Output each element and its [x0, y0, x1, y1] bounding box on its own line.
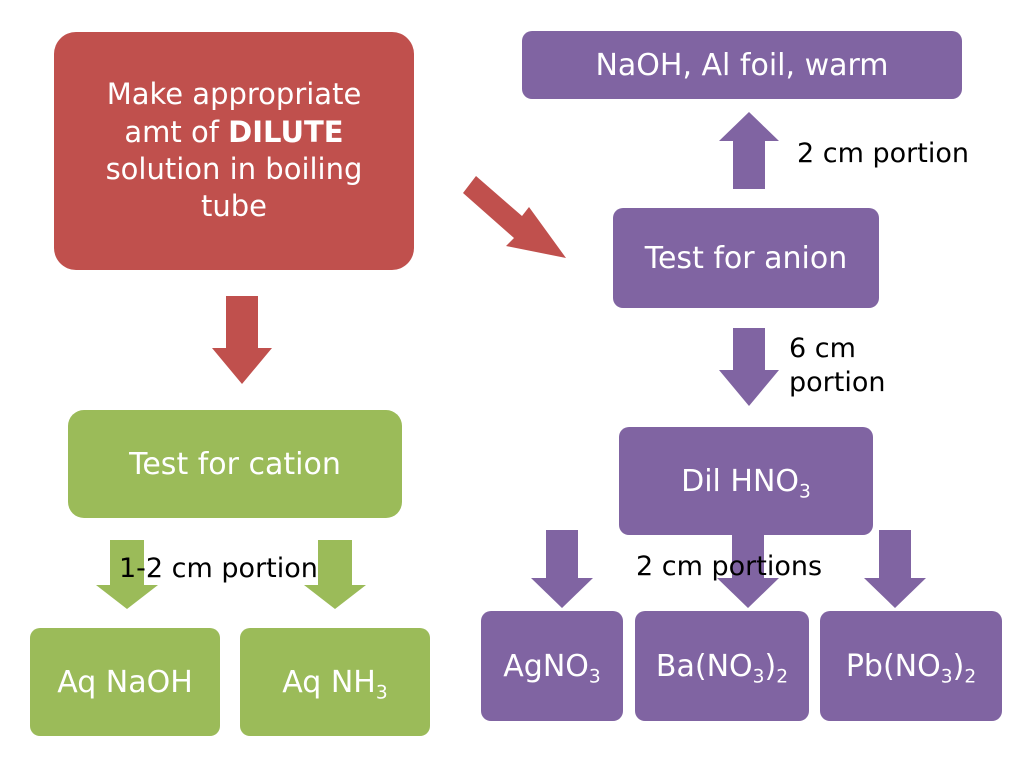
pbno32-box: Pb(NO3)2 — [820, 611, 1002, 721]
dil-hno3-label: Dil HNO3 — [681, 463, 811, 502]
dil-hno3-box: Dil HNO3 — [619, 427, 873, 535]
test-cation-title: Test for cation — [129, 446, 341, 482]
start-box-line2-pre: amt of — [124, 114, 229, 149]
arrow-hno3-left — [531, 530, 593, 608]
aq-naoh-box: Aq NaOH — [30, 628, 220, 736]
arrow-hno3-right — [864, 530, 926, 608]
test-cation-box: Test for cation — [68, 410, 402, 518]
anion-portions-label: 2 cm portions — [636, 551, 823, 582]
agno3-label: AgNO3 — [503, 648, 601, 687]
arrow-cation-right — [304, 540, 366, 609]
test-anion-box: Test for anion — [613, 208, 879, 308]
aq-nh3-label: Aq NH3 — [282, 664, 388, 703]
test-anion-title: Test for anion — [644, 240, 848, 276]
naoh-al-foil-label: NaOH, Al foil, warm — [595, 47, 889, 83]
arrow-start-to-anion — [463, 176, 566, 258]
arrow-cation-left — [96, 540, 158, 609]
aq-nh3-box: Aq NH3 — [240, 628, 430, 736]
arrow-hno3-middle — [717, 530, 779, 608]
anion-down-portion-label: 6 cm portion — [789, 333, 886, 398]
naoh-al-foil-box: NaOH, Al foil, warm — [522, 31, 962, 99]
aq-naoh-label: Aq NaOH — [57, 664, 193, 700]
arrow-anion-down — [719, 328, 779, 406]
cation-portion-label: 1-2 cm portion — [119, 553, 318, 584]
agno3-box: AgNO3 — [481, 611, 623, 721]
start-box: Make appropriate amt of DILUTE solution … — [54, 32, 414, 270]
start-box-line1: Make appropriate — [106, 77, 362, 112]
start-box-line4: tube — [200, 189, 267, 224]
bano32-label: Ba(NO3)2 — [655, 648, 789, 687]
arrow-start-to-cation — [212, 296, 272, 384]
start-box-line2-bold: DILUTE — [228, 114, 344, 149]
anion-up-portion-label: 2 cm portion — [797, 138, 969, 169]
pbno32-label: Pb(NO3)2 — [845, 648, 977, 687]
bano32-box: Ba(NO3)2 — [635, 611, 809, 721]
arrow-anion-up — [719, 112, 779, 189]
start-box-line3: solution in boiling — [105, 152, 363, 186]
